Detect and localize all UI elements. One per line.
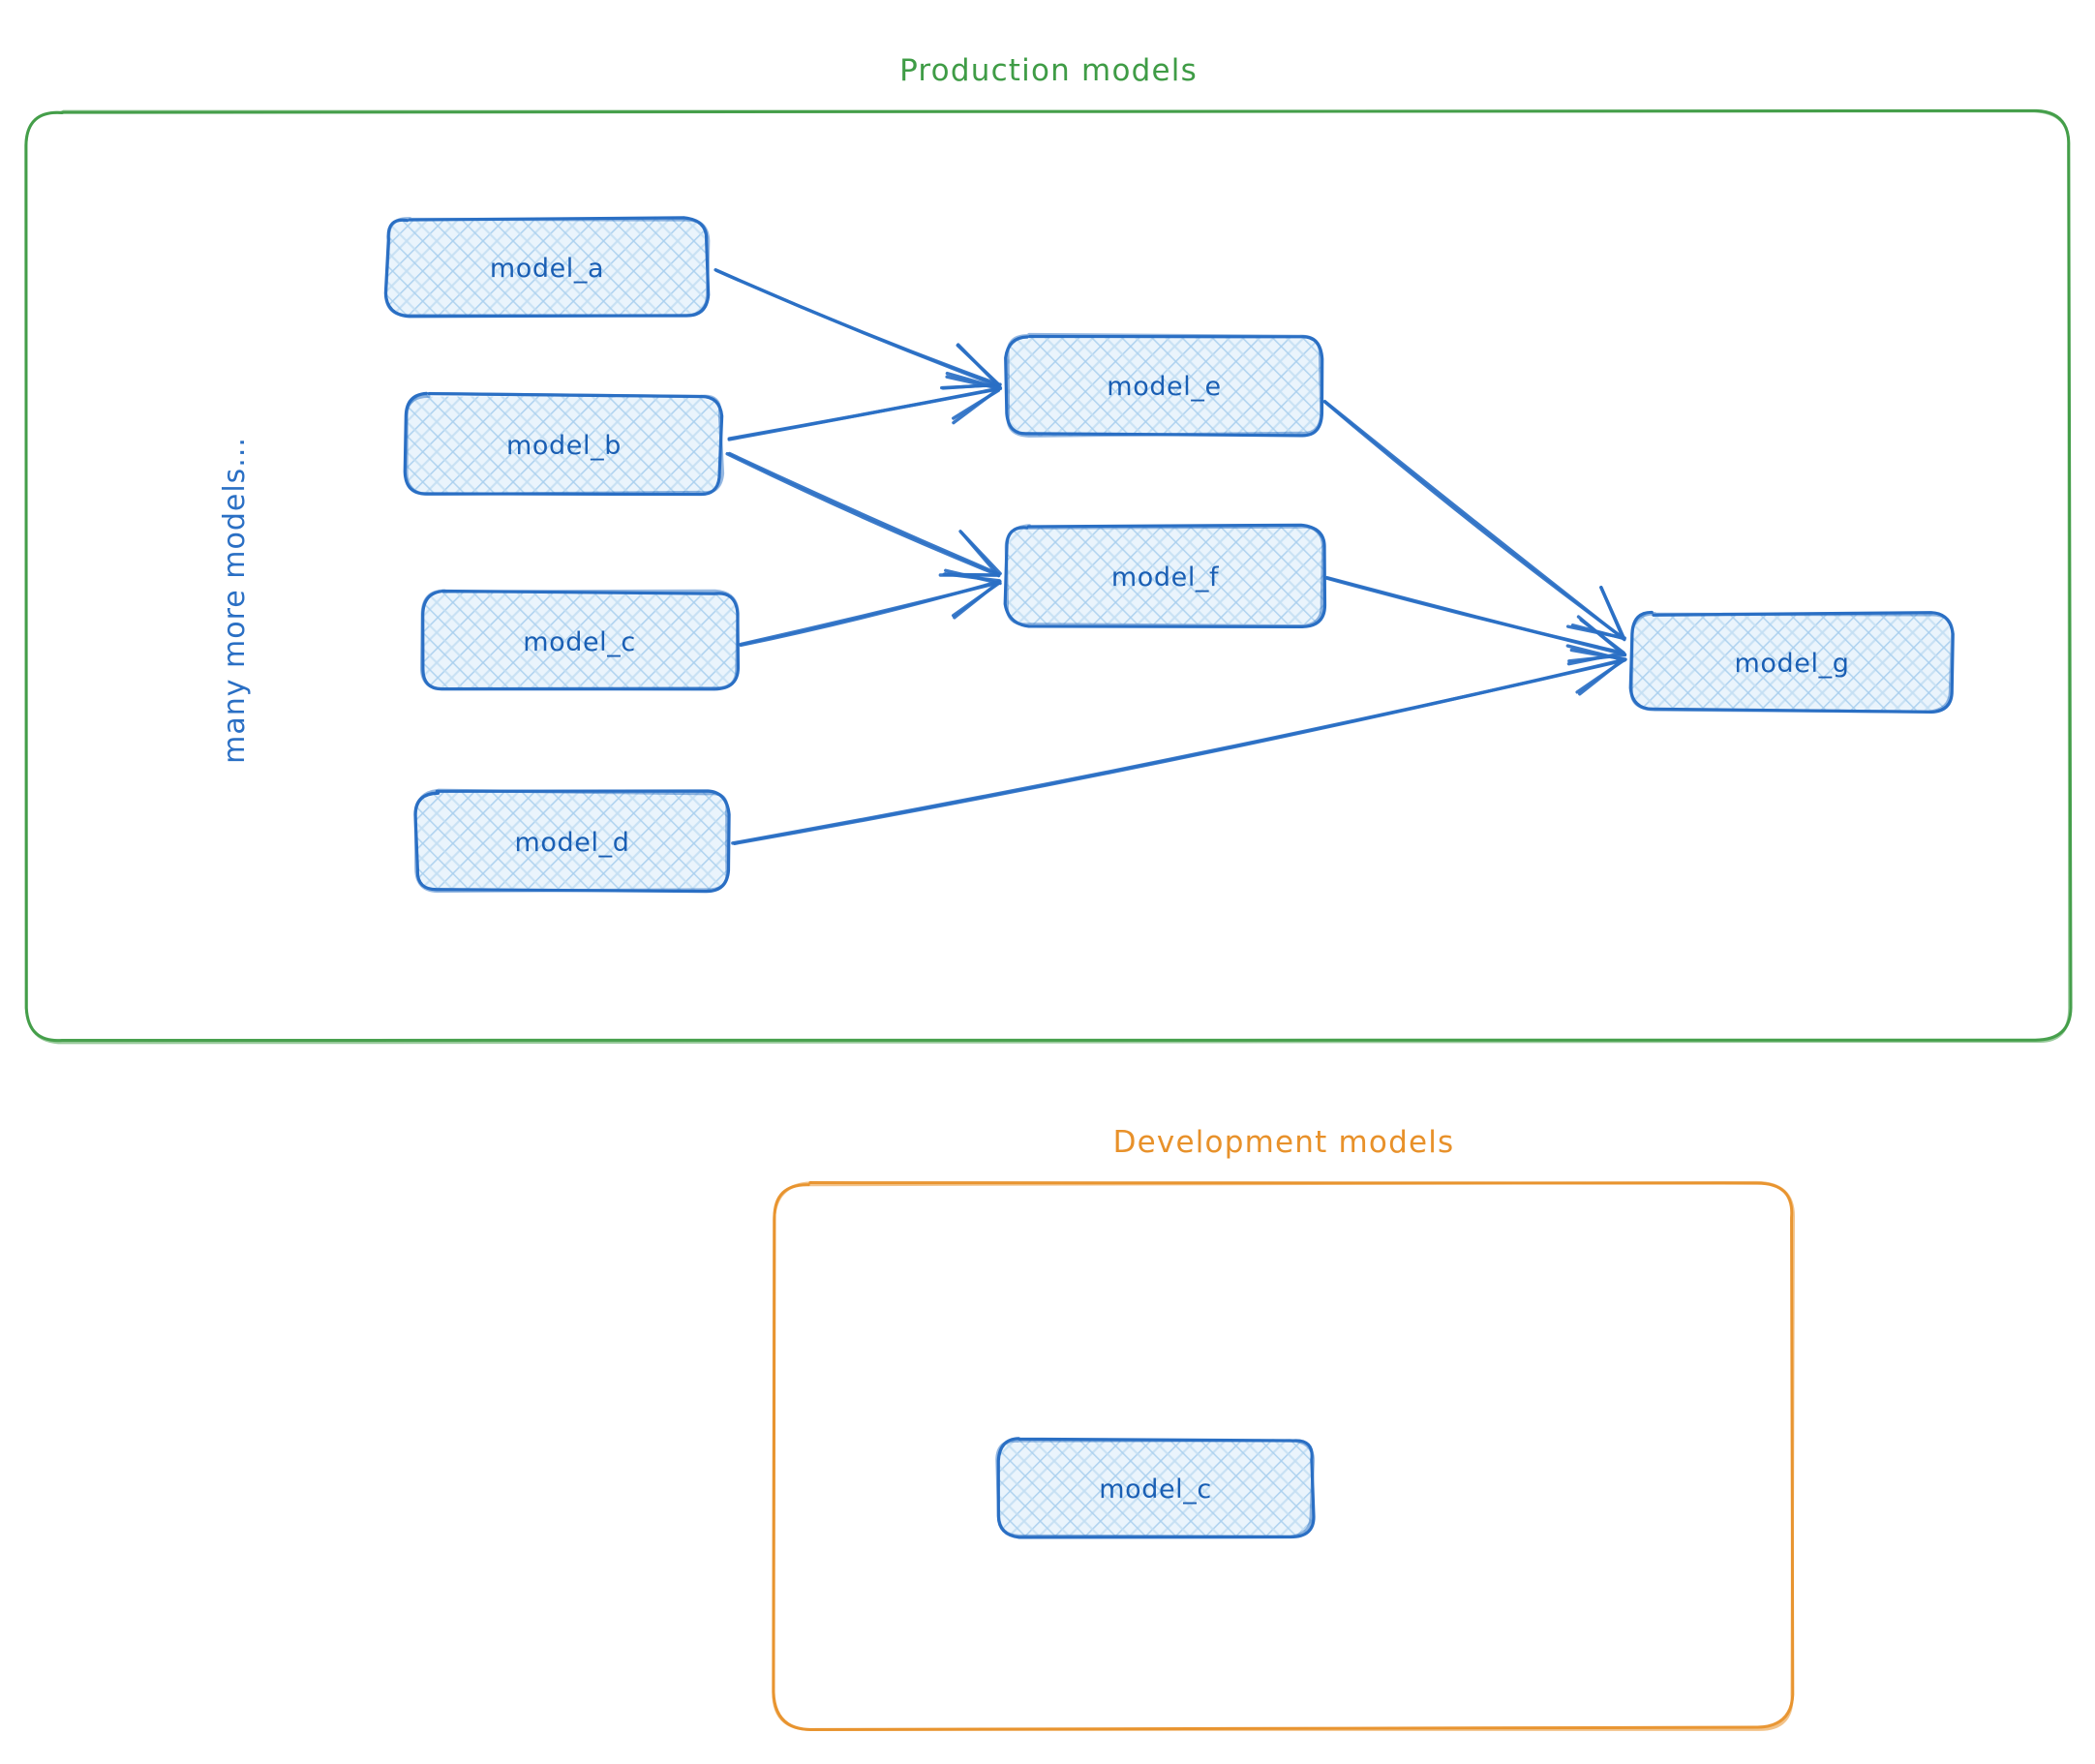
edge-e-to-g (1322, 400, 1626, 642)
edge-line (1322, 400, 1626, 642)
edge-c-to-f (739, 568, 1002, 648)
edge-arrowhead (1576, 615, 1626, 656)
edge-arrowhead (944, 568, 1002, 586)
edge-arrowhead (956, 344, 1001, 387)
node-hatch-b-model_d (416, 790, 729, 892)
node-model_c_dev[interactable]: model_c (995, 1437, 1316, 1539)
node-border-model_b (405, 391, 725, 497)
edge-arrowhead (953, 579, 1002, 620)
node-hatch-b-model_a (386, 218, 707, 316)
node-border-model_c_dev (995, 1439, 1316, 1538)
node-border-model_d (413, 788, 729, 894)
node-model_e[interactable]: model_e (1004, 332, 1324, 438)
node-hatch-b-model_f (1007, 525, 1324, 624)
edge-arrowhead (1575, 657, 1627, 694)
edge-layer (714, 268, 1627, 845)
group-production: Production models (24, 53, 2073, 1045)
edge-b-to-f (725, 451, 1002, 578)
node-label-model_a: model_a (490, 254, 604, 284)
annotation-many-more: many more models... (218, 437, 252, 764)
edge-line (714, 268, 1002, 387)
edge-line (739, 579, 1001, 648)
node-label-model_g: model_g (1735, 649, 1850, 679)
node-hatch-b-model_e (1007, 335, 1323, 437)
edge-arrowhead (1567, 653, 1627, 663)
edge-d-to-g (731, 644, 1627, 845)
edge-line (731, 658, 1626, 845)
node-border-model_c_prod (419, 589, 740, 691)
node-border-model_e (1006, 332, 1323, 438)
node-model_g[interactable]: model_g (1628, 610, 1955, 714)
group-development: Development models (772, 1125, 1795, 1731)
edge-line (727, 451, 1001, 576)
edge-b-to-e (727, 371, 1003, 441)
edge-arrowhead (945, 375, 1000, 390)
edge-line (733, 657, 1627, 845)
node-hatch-b-model_g (1630, 614, 1951, 711)
node-label-model_f: model_f (1111, 563, 1220, 593)
node-border-model_a (384, 217, 711, 318)
edge-line (1324, 575, 1627, 656)
group-border-development (772, 1180, 1795, 1731)
node-model_f[interactable]: model_f (1003, 523, 1327, 629)
edge-line (727, 386, 1000, 441)
node-hatch-b-model_c_prod (422, 592, 738, 690)
node-label-model_d: model_d (515, 828, 630, 858)
edge-arrowhead (952, 388, 1000, 420)
node-model_c_prod[interactable]: model_c (419, 589, 741, 691)
group-label-development: Development models (1113, 1125, 1455, 1160)
edge-f-to-g (1324, 575, 1627, 666)
group-label-production: Production models (899, 53, 1198, 88)
node-hatch-b-model_b (406, 394, 722, 494)
node-model_b[interactable]: model_b (403, 391, 725, 497)
node-label-model_c_prod: model_c (523, 627, 636, 657)
node-model_a[interactable]: model_a (383, 216, 711, 319)
edge-arrowhead (1599, 585, 1626, 641)
node-label-model_b: model_b (506, 431, 622, 461)
node-label-model_e: model_e (1107, 372, 1221, 402)
edge-arrowhead (958, 530, 1001, 578)
group-border-production (24, 109, 2072, 1045)
edge-line (725, 451, 1001, 577)
edge-arrowhead (1565, 644, 1625, 662)
edge-a-to-e (714, 268, 1002, 390)
node-border-model_f (1004, 524, 1325, 628)
node-hatch-b-model_c_dev (997, 1438, 1314, 1537)
node-border-model_g (1629, 612, 1955, 714)
node-model_d[interactable]: model_d (413, 788, 731, 894)
node-label-model_c_dev: model_c (1099, 1475, 1212, 1505)
